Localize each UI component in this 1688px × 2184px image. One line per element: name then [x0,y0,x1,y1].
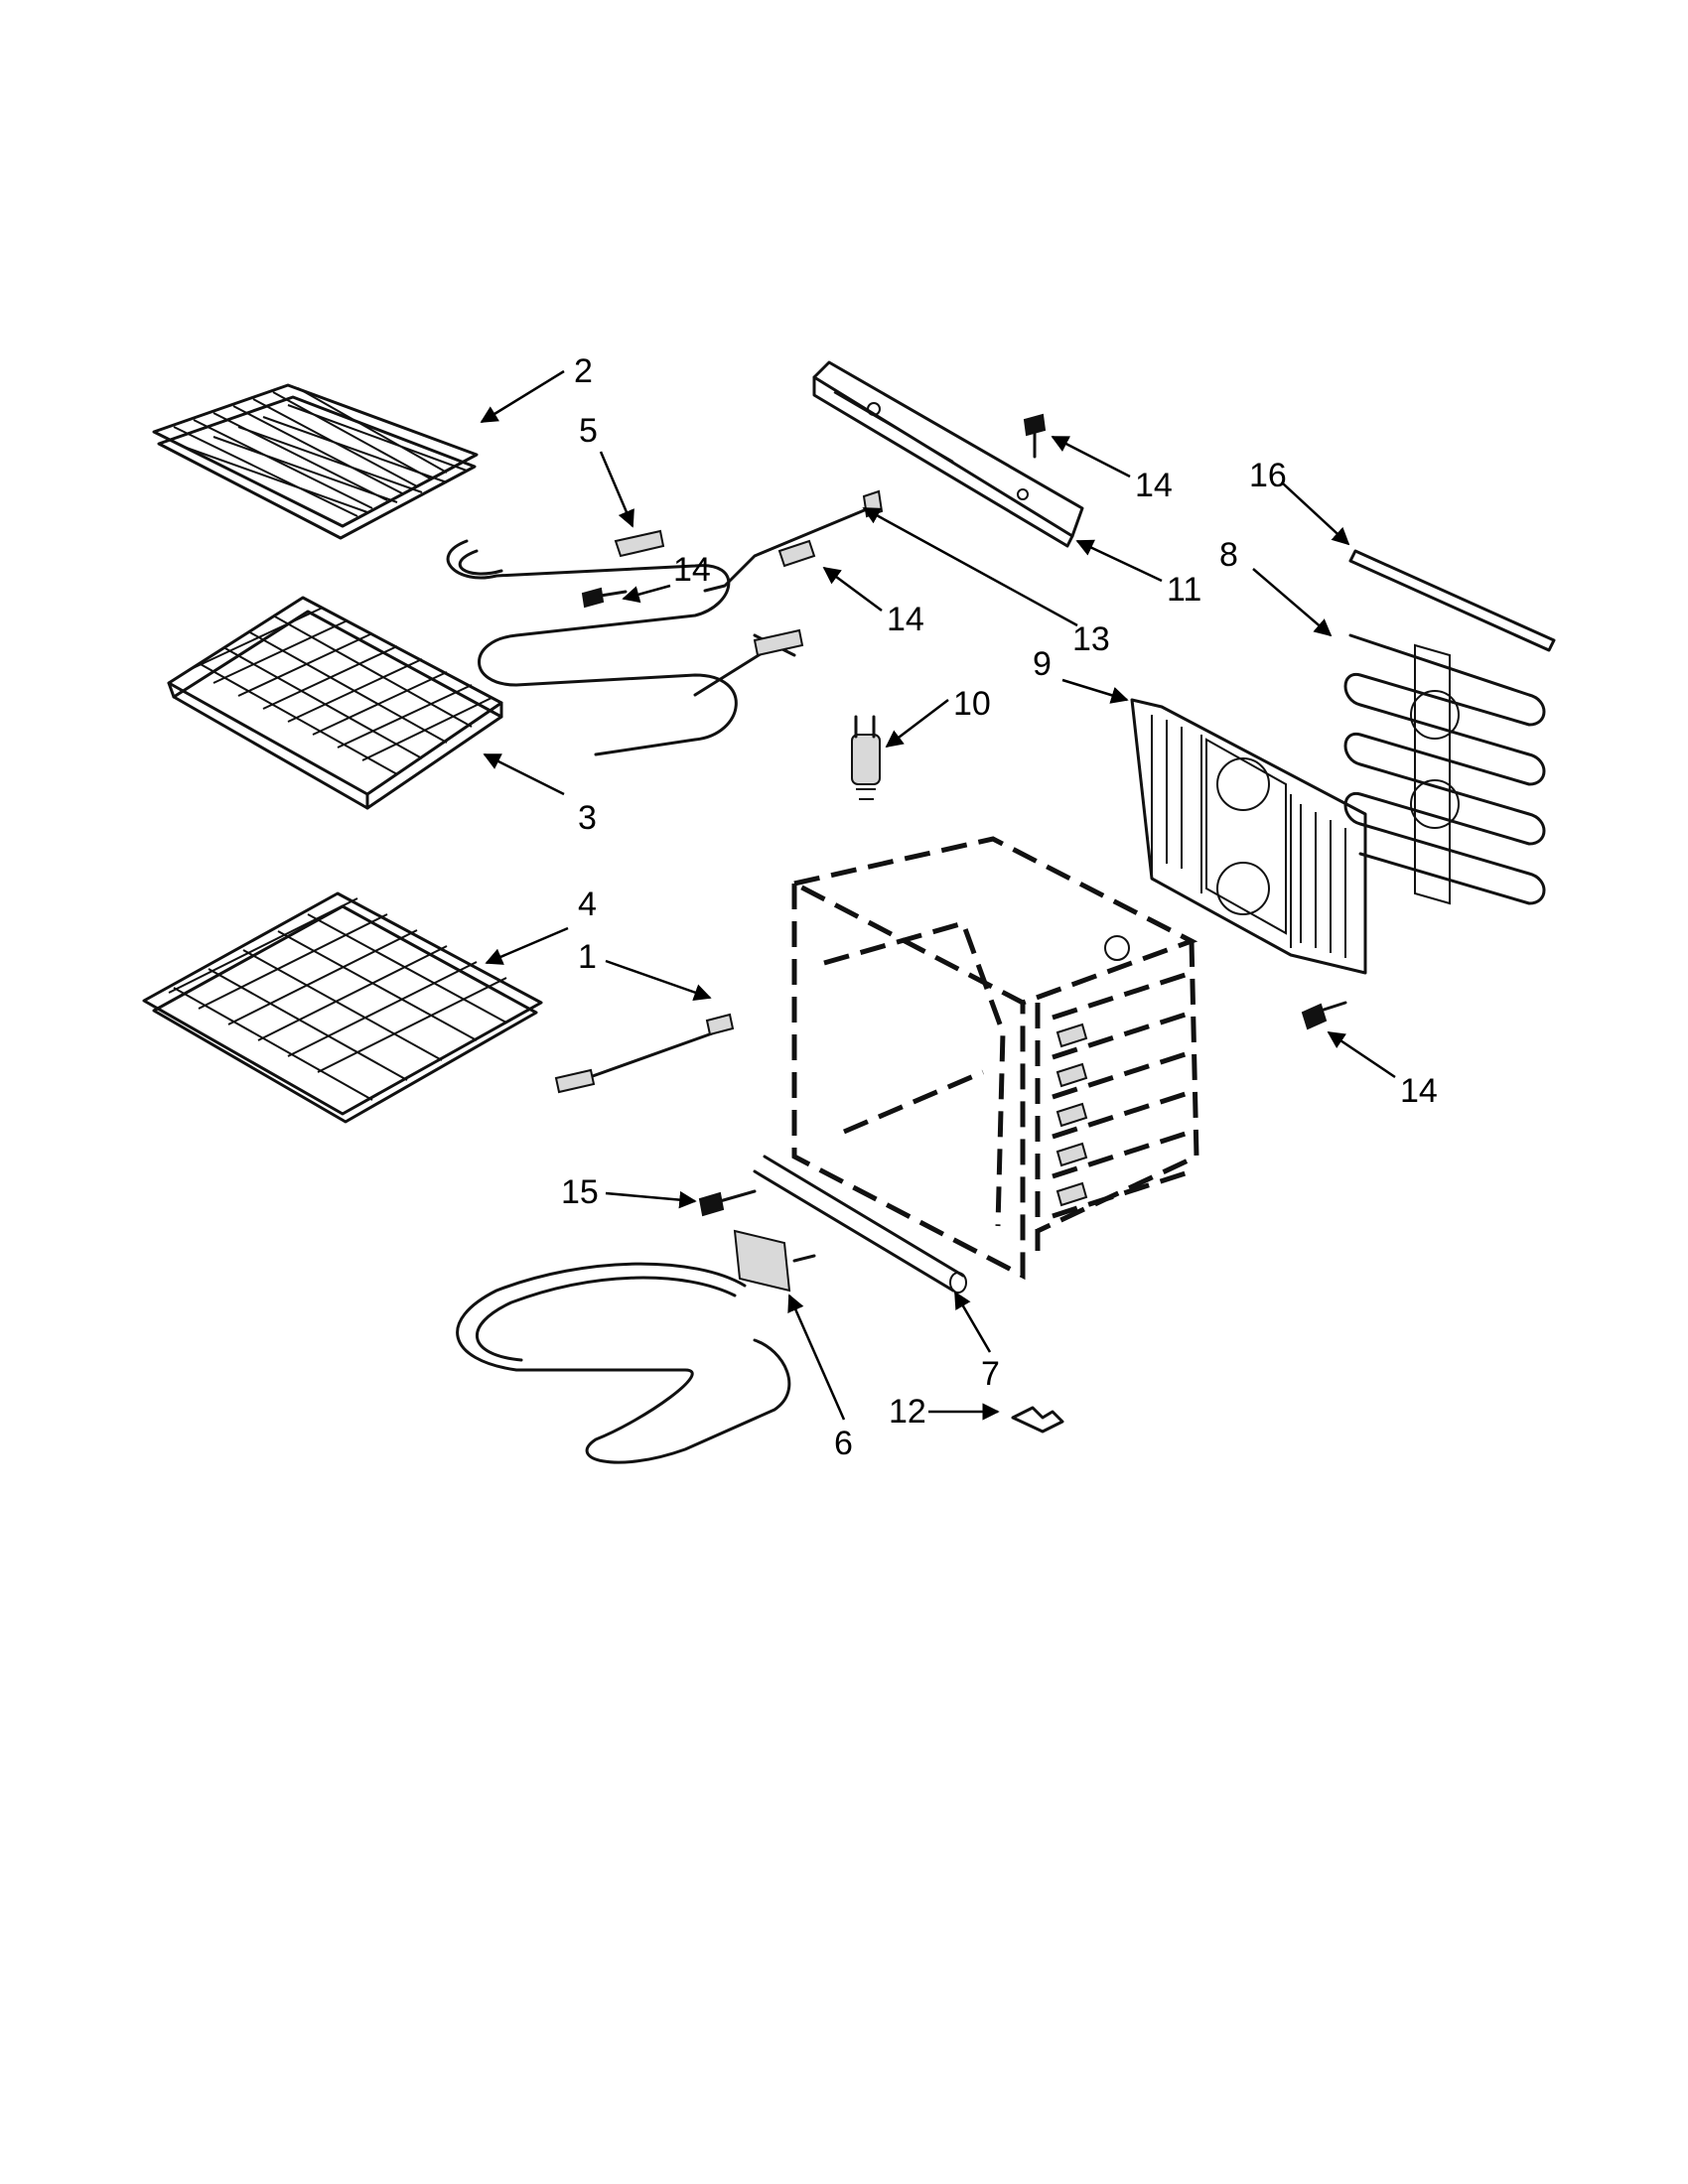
callout-1: 1 [578,938,597,976]
callout-14c: 14 [887,601,924,638]
callout-14a: 14 [673,551,711,589]
oven-cavity [786,836,1199,1281]
callout-16: 16 [1249,457,1287,494]
callout-14d: 14 [1400,1072,1438,1110]
callout-4: 4 [578,886,597,923]
callout-11: 11 [1167,571,1201,609]
oven-rack-2 [152,383,479,540]
sensor-13 [703,489,884,593]
callout-7: 7 [981,1355,1000,1393]
callout-5: 5 [579,412,598,450]
clip-12 [1011,1406,1064,1433]
callout-14b: 14 [1135,467,1173,504]
callout-12: 12 [889,1393,926,1431]
callout-9: 9 [1033,645,1052,683]
screw-15 [698,1189,757,1217]
leader-lines [480,369,1396,1421]
callout-labels: 2 5 14 3 4 1 15 6 7 12 14 14 11 13 10 16… [561,352,1438,1462]
thermal-fuse-10 [851,715,881,800]
callout-8: 8 [1219,536,1238,574]
callout-15: 15 [561,1173,599,1211]
oven-rack-4 [142,891,543,1124]
callout-3: 3 [578,799,597,837]
callout-13: 13 [1072,620,1110,658]
bracket-11 [812,360,1084,548]
oven-rack-3 [167,596,503,810]
convection-element-8 [1343,633,1546,905]
callout-2: 2 [574,352,593,390]
callout-10: 10 [953,685,991,723]
callout-6: 6 [834,1425,853,1462]
screw-14b [1023,413,1047,459]
bake-element-6 [456,1229,816,1464]
rear-panel-9 [1130,698,1367,975]
probe-wire-1 [554,1013,735,1094]
screw-14a [581,587,628,609]
screw-14d [1301,1001,1347,1030]
broil-element-5 [446,529,804,756]
strip-16 [1348,549,1556,652]
